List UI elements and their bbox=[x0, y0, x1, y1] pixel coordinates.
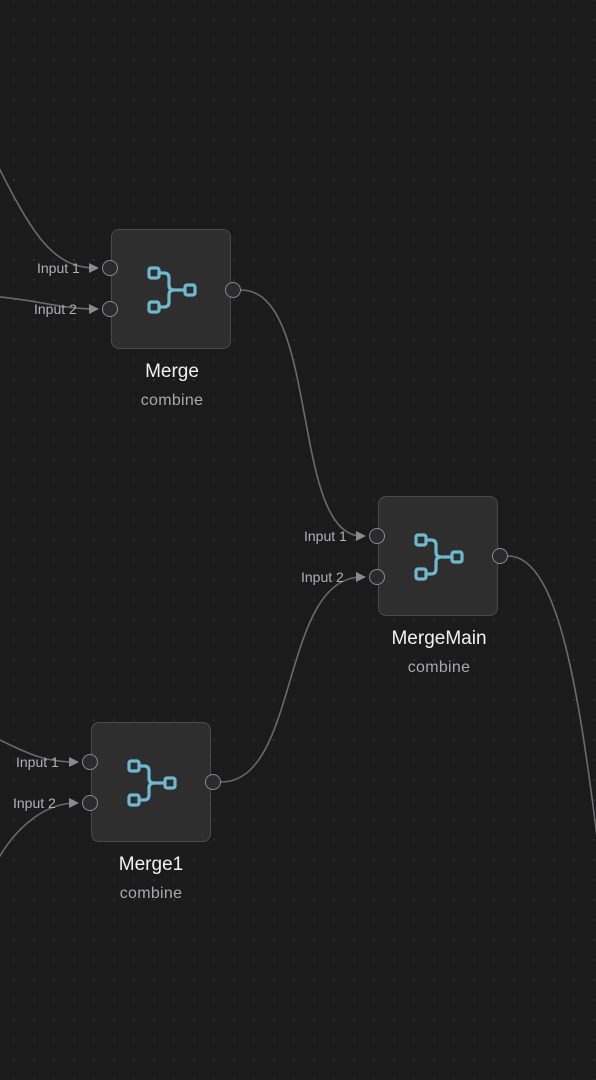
edge-offscreen-to-merge-input1 bbox=[0, 168, 97, 269]
merge-input1-arrow-icon bbox=[89, 263, 99, 273]
mergemain-input2-arrow-icon bbox=[356, 572, 366, 582]
mergemain-subtitle: combine bbox=[407, 659, 471, 676]
merge-input2-label: Input 2 bbox=[34, 301, 77, 317]
merge1-input1-handle[interactable] bbox=[82, 754, 98, 770]
merge1-input2-arrow-icon bbox=[69, 798, 79, 808]
mergemain-input1-label: Input 1 bbox=[304, 528, 347, 544]
merge-icon bbox=[127, 759, 177, 807]
mergemain-title: MergeMain bbox=[391, 628, 487, 649]
merge-input1-label: Input 1 bbox=[37, 260, 80, 276]
node-merge1[interactable] bbox=[91, 722, 211, 842]
merge-subtitle: combine bbox=[140, 392, 204, 409]
mergemain-input2-handle[interactable] bbox=[369, 569, 385, 585]
mergemain-input2-label: Input 2 bbox=[301, 569, 344, 585]
mergemain-output-handle[interactable] bbox=[492, 548, 508, 564]
merge1-title: Merge1 bbox=[118, 854, 184, 875]
merge-input1-handle[interactable] bbox=[102, 260, 118, 276]
merge-input2-handle[interactable] bbox=[102, 301, 118, 317]
mergemain-input1-arrow-icon bbox=[356, 531, 366, 541]
merge1-subtitle: combine bbox=[119, 885, 183, 902]
merge1-input1-label: Input 1 bbox=[16, 754, 59, 770]
node-merge[interactable] bbox=[111, 229, 231, 349]
merge-input2-arrow-icon bbox=[89, 304, 99, 314]
mergemain-input1-handle[interactable] bbox=[369, 528, 385, 544]
merge1-output-handle[interactable] bbox=[205, 774, 221, 790]
merge1-input2-label: Input 2 bbox=[13, 795, 56, 811]
node-mergemain[interactable] bbox=[378, 496, 498, 616]
merge-output-handle[interactable] bbox=[225, 282, 241, 298]
edge-mergemain-to-offscreen bbox=[507, 555, 596, 835]
edge-merge-to-mergemain-input1 bbox=[240, 289, 363, 537]
merge1-input2-handle[interactable] bbox=[82, 795, 98, 811]
merge-icon bbox=[414, 533, 464, 581]
merge1-input1-arrow-icon bbox=[69, 757, 79, 767]
edge-merge1-to-mergemain-input2 bbox=[220, 576, 363, 783]
merge-title: Merge bbox=[145, 361, 199, 382]
merge-icon bbox=[147, 266, 197, 314]
